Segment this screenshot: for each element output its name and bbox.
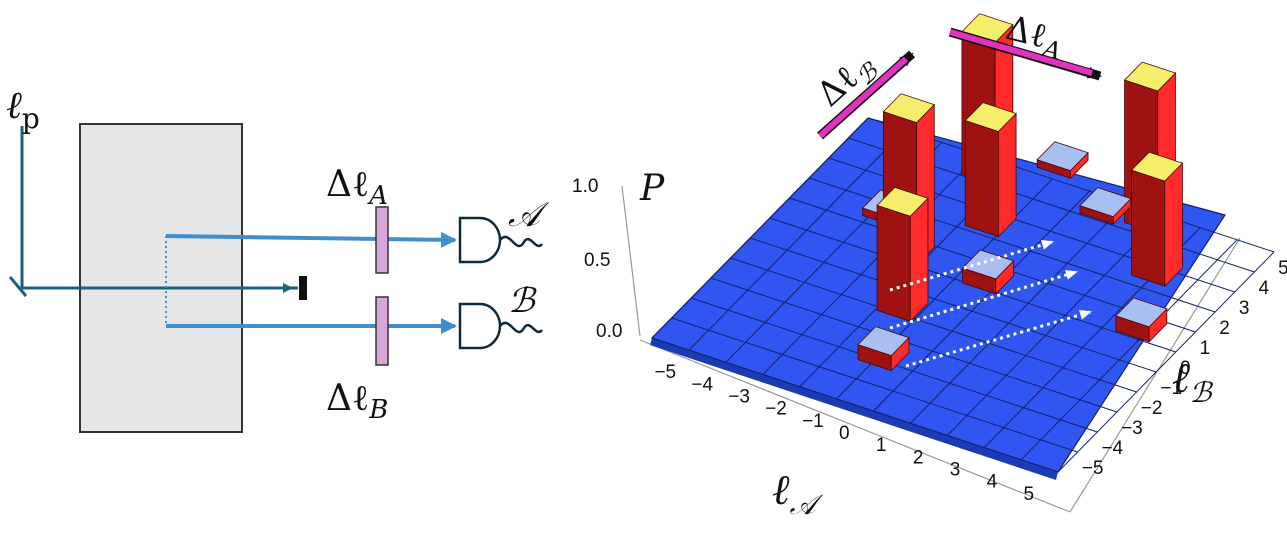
phase-plate-A xyxy=(375,206,389,274)
grid-line xyxy=(873,190,1090,412)
bar-front-face xyxy=(1131,169,1166,287)
bar-right-face xyxy=(909,197,929,323)
x-tick-label: −1 xyxy=(802,411,824,432)
bar-top-face xyxy=(882,93,935,124)
histogram-bar xyxy=(876,186,929,323)
x-tick-label: −4 xyxy=(691,374,713,395)
bar-right-face xyxy=(1164,162,1183,288)
z-tick-2: 0.5 xyxy=(584,250,610,271)
bar-right-face xyxy=(998,112,1017,238)
detector-B xyxy=(458,302,502,350)
beam-A xyxy=(165,231,457,248)
bar-top-face xyxy=(1130,151,1184,182)
phase-plate-B xyxy=(375,296,389,366)
histogram-bar xyxy=(1130,151,1184,288)
x-tick-label: 0 xyxy=(839,423,850,444)
x-tick-label: −2 xyxy=(765,399,787,420)
plane-front-edge xyxy=(650,338,1058,480)
x-tick-label: 1 xyxy=(876,435,887,456)
y-tick-label: 2 xyxy=(1219,318,1230,339)
y-tick-label: 0 xyxy=(1180,358,1191,379)
detector-A xyxy=(458,216,502,264)
x-axis-line xyxy=(639,339,1071,513)
detector-B-label: ℬ xyxy=(508,281,537,321)
x-tick-label: 2 xyxy=(913,447,924,468)
y-tick-label: 1 xyxy=(1200,338,1211,359)
grid-line xyxy=(651,117,869,339)
x-axis-label: ℓ𝒜 xyxy=(772,465,824,521)
shift-arrow-dotted-1 xyxy=(889,240,1054,292)
bar-front-face xyxy=(964,120,999,238)
grid-line xyxy=(651,337,1059,473)
y-axis-line xyxy=(1069,237,1241,513)
x-tick-label: 3 xyxy=(950,460,961,481)
bar-top-face xyxy=(964,102,1017,132)
pump-label: ℓp xyxy=(6,83,40,135)
y-tick-label: −3 xyxy=(1121,418,1143,439)
grid-line xyxy=(710,277,1118,413)
y-tick-label: 4 xyxy=(1259,278,1270,299)
plate-A-label: ΔℓA xyxy=(326,164,388,211)
grid-line xyxy=(688,129,906,351)
detector-A-label: 𝒜 xyxy=(508,195,550,235)
plate-B-label: ΔℓB xyxy=(326,378,388,425)
grid-line xyxy=(867,117,1275,253)
y-axis-label: ℓℬ xyxy=(1172,353,1214,409)
z-axis-label: P xyxy=(639,168,665,209)
grid-line xyxy=(671,317,1078,453)
grid-line xyxy=(946,215,1164,436)
shift-arrow-dotted-2 xyxy=(889,270,1078,330)
shift-arrow-A xyxy=(948,27,1102,81)
bar-top-face xyxy=(876,186,929,217)
y-tick-label: −1 xyxy=(1160,378,1182,399)
grid-line xyxy=(762,154,980,375)
z-tick-1: 1.0 xyxy=(572,176,598,197)
x-tick-label: 4 xyxy=(987,472,998,493)
x-axis-ticks: −5 −4 −3 −2 −1 0 1 2 3 4 5 xyxy=(654,362,1034,505)
bar-top-face xyxy=(1115,297,1168,328)
grid-line xyxy=(1057,251,1275,473)
bar-top-face xyxy=(961,249,1015,280)
beam-dump xyxy=(299,276,307,300)
pump-mirror xyxy=(8,276,28,297)
optical-setup: ℓp ΔℓA ΔℓB 𝒜 ℬ xyxy=(6,83,550,433)
bar-top-face xyxy=(857,326,910,357)
nonlinear-crystal xyxy=(79,123,243,433)
histogram-bar xyxy=(857,326,910,372)
x-tick-label: −5 xyxy=(654,362,676,383)
y-tick-label: −4 xyxy=(1101,438,1123,459)
y-tick-label: 3 xyxy=(1239,298,1250,319)
histogram-bar xyxy=(1079,187,1132,226)
z-axis-line xyxy=(621,185,641,337)
z-tick-3: 0.0 xyxy=(596,321,622,342)
grid-line xyxy=(730,257,1137,393)
histogram-bar xyxy=(964,102,1017,238)
grid-line xyxy=(910,202,1127,424)
detector-A-cable xyxy=(499,235,543,248)
bar-front-face xyxy=(876,204,911,322)
grid-line xyxy=(750,237,1157,373)
grid-line xyxy=(1020,239,1238,461)
x-tick-label: 5 xyxy=(1024,484,1035,505)
bar-top-face xyxy=(1079,187,1132,218)
y-tick-label: −5 xyxy=(1082,458,1104,479)
bar-top-face xyxy=(1036,141,1089,172)
histogram-bar xyxy=(1115,297,1168,343)
x-tick-label: −3 xyxy=(728,386,750,407)
y-tick-label: −2 xyxy=(1141,398,1163,419)
detector-B-cable xyxy=(499,321,543,334)
histogram-bar xyxy=(1036,141,1089,180)
shift-arrow-B xyxy=(817,50,915,140)
bar-top-face xyxy=(1123,61,1177,92)
y-tick-label: 5 xyxy=(1278,258,1287,279)
histogram-bars xyxy=(857,13,1184,372)
histogram-bar xyxy=(961,249,1015,295)
